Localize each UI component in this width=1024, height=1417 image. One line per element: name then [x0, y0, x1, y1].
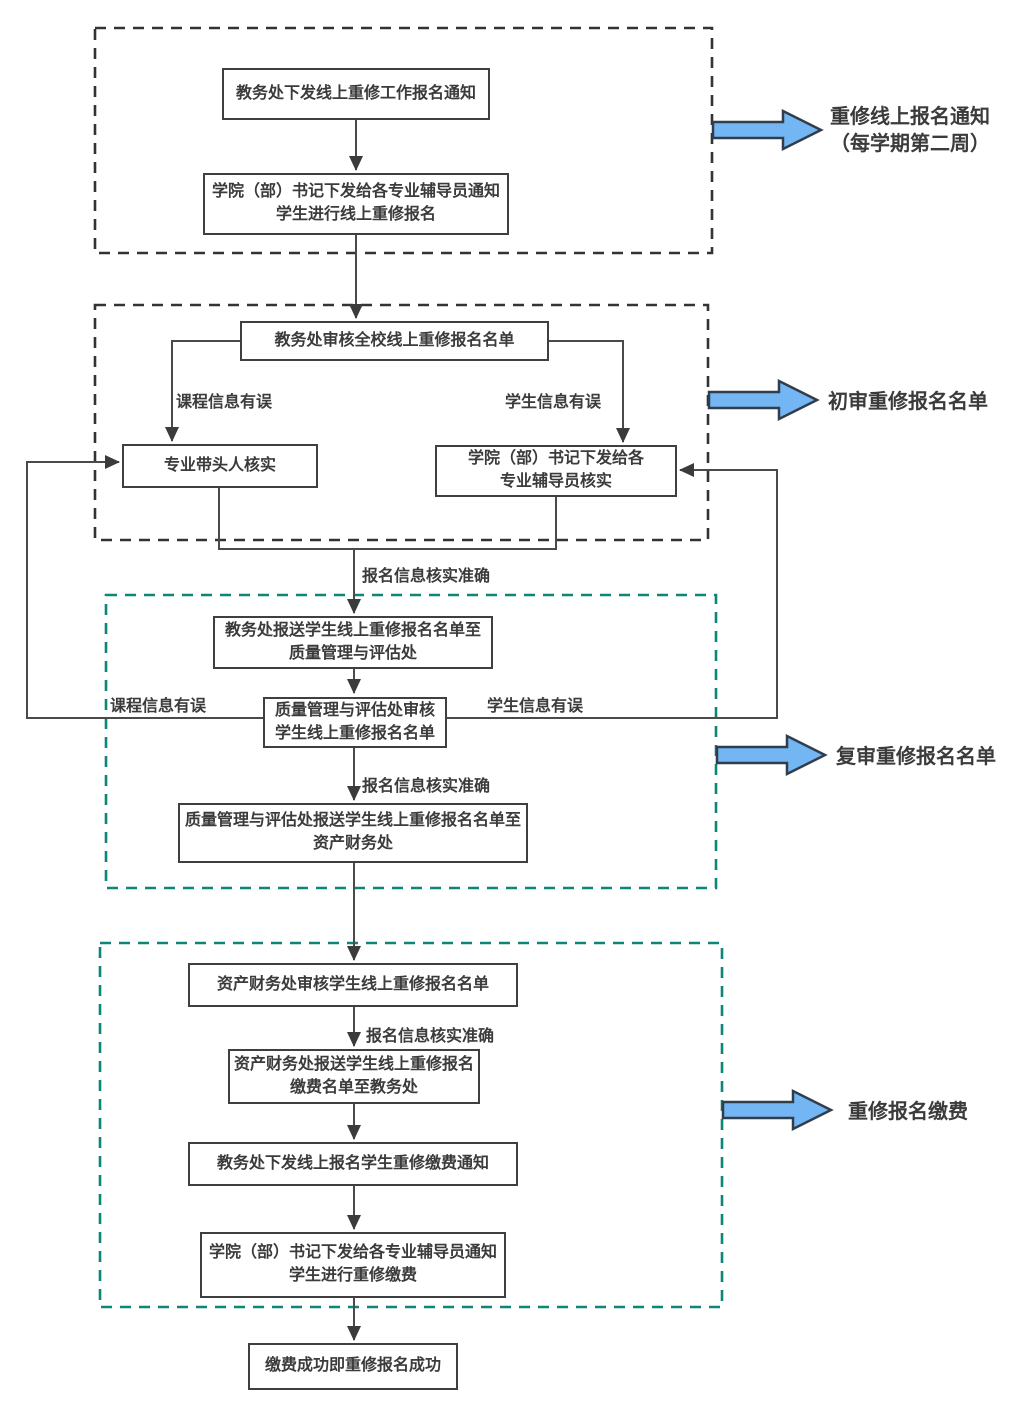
label-info-verified-3: 报名信息核实准确 [366, 1028, 495, 1045]
box-secretary-forward-notice: 学院（部）书记下发给各专业辅导员通知 学生进行线上重修报名 [203, 173, 509, 235]
box-aao-audit-list: 教务处审核全校线上重修报名名单 [240, 321, 549, 361]
box-major-leader-verify: 专业带头人核实 [122, 444, 318, 488]
section2-dashed-border [93, 303, 710, 542]
label-student-info-error-s3: 学生信息有误 [487, 698, 584, 715]
connector-course-error-branch [165, 340, 240, 442]
section1-dashed-border [93, 26, 714, 255]
connector-student-error-branch [549, 340, 630, 443]
milestone-arrow-icon-1 [711, 108, 824, 152]
box-finance-audit-list: 资产财务处审核学生线上重修报名名单 [188, 963, 518, 1007]
box-qa-office-audit: 质量管理与评估处审核 学生线上重修报名名单 [263, 697, 447, 748]
box-send-to-qa-office: 教务处报送学生线上重修报名名单至 质量管理与评估处 [213, 616, 493, 669]
annotation-retake-payment: 重修报名缴费 [848, 1101, 968, 1123]
milestone-arrow-icon-3 [715, 733, 828, 777]
label-info-verified-1: 报名信息核实准确 [362, 568, 491, 585]
loop-student-error-to-counselor [447, 463, 778, 719]
milestone-arrow-icon-4 [721, 1088, 834, 1132]
box-qa-send-to-finance: 质量管理与评估处报送学生线上重修报名名单至 资产财务处 [178, 803, 528, 863]
section3-dashed-border [104, 593, 718, 890]
annotation-first-review: 初审重修报名名单 [828, 391, 988, 413]
label-course-info-error-s2: 课程信息有误 [176, 394, 273, 411]
milestone-arrow-icon-2 [707, 378, 820, 422]
box-finance-send-payment-list: 资产财务处报送学生线上重修报名 缴费名单至教务处 [228, 1049, 480, 1104]
box-aao-signup-notice: 教务处下发线上重修工作报名通知 [222, 68, 490, 120]
box-payment-success: 缴费成功即重修报名成功 [248, 1343, 458, 1390]
label-course-info-error-s3: 课程信息有误 [110, 698, 207, 715]
box-aao-payment-notice: 教务处下发线上报名学生重修缴费通知 [188, 1142, 518, 1186]
label-student-info-error-s2: 学生信息有误 [505, 394, 602, 411]
annotation-online-signup-notice: 重修线上报名通知 （每学期第二周） [830, 106, 990, 155]
box-counselor-verify: 学院（部）书记下发给各 专业辅导员核实 [435, 445, 677, 497]
annotation-second-review: 复审重修报名名单 [836, 746, 996, 768]
label-info-verified-2: 报名信息核实准确 [362, 778, 491, 795]
box-counselor-payment-notify: 学院（部）书记下发给各专业辅导员通知 学生进行重修缴费 [200, 1232, 506, 1298]
section4-dashed-border [98, 941, 724, 1309]
loop-course-error-to-leader [26, 455, 263, 719]
